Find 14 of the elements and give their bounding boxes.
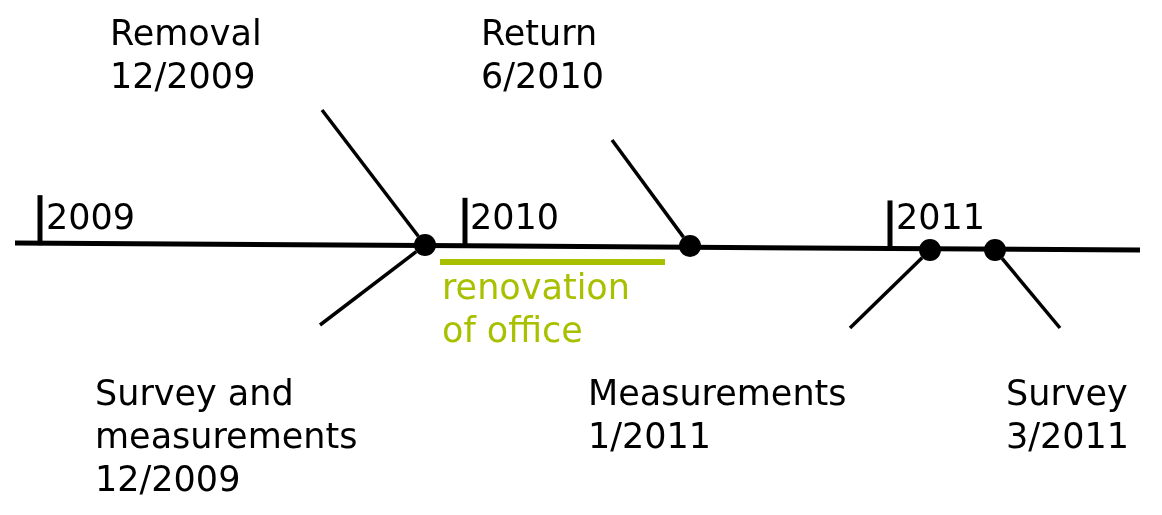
event-label: Removal 12/2009 <box>110 12 263 98</box>
year-label: 2010 <box>470 196 560 239</box>
period-label: renovation of office <box>442 266 631 352</box>
year-label: 2009 <box>46 196 136 239</box>
event-label: Survey 3/2011 <box>1006 372 1131 458</box>
leader-line <box>320 108 420 238</box>
leader-line <box>610 138 685 239</box>
event-label: Measurements 1/2011 <box>588 372 848 458</box>
event-label: Return 6/2010 <box>481 12 606 98</box>
leader-line <box>848 256 924 330</box>
leader-line <box>1000 257 1062 330</box>
leader-line <box>318 250 418 327</box>
event-label: Survey and measurements 12/2009 <box>95 372 359 501</box>
year-label: 2011 <box>896 196 986 239</box>
